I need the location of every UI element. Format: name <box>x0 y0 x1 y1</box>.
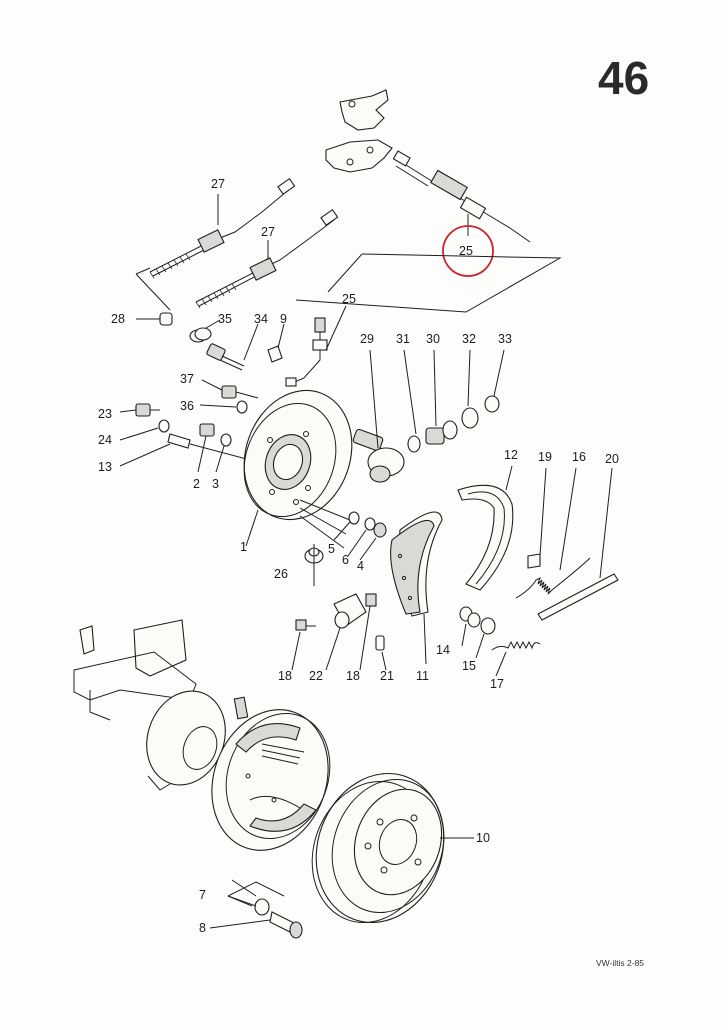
assembled-brake-unit <box>211 696 331 851</box>
footer-code: VW-iltis 2-85 <box>596 958 644 968</box>
backing-plate-part-1 <box>243 389 353 549</box>
wheel-cylinder-part-22 <box>325 593 367 671</box>
washer-part-3 <box>215 433 232 473</box>
pin-part-21 <box>375 635 387 671</box>
label-part-13: 13 <box>98 460 112 474</box>
label-part-25-highlighted: 25 <box>459 244 473 258</box>
label-part-30: 30 <box>426 332 440 346</box>
label-part-21: 21 <box>380 669 394 683</box>
spring-part-16 <box>515 467 591 599</box>
label-part-27-upper: 27 <box>211 177 225 191</box>
washer-part-5 <box>333 511 360 541</box>
bracket-lines-7 <box>227 881 285 907</box>
label-part-32: 32 <box>462 332 476 346</box>
washer-part-24 <box>119 419 170 441</box>
bleeder-part-18-left <box>291 619 316 671</box>
clip-part-28 <box>136 312 173 326</box>
label-part-15: 15 <box>462 659 476 673</box>
label-part-18-right: 18 <box>346 669 360 683</box>
fitting-part-2 <box>197 423 215 473</box>
label-part-9: 9 <box>280 312 287 326</box>
washer-part-36 <box>199 400 248 414</box>
label-part-18-left: 18 <box>278 669 292 683</box>
clip-part-19 <box>527 467 547 569</box>
bolt-part-23 <box>119 403 160 417</box>
cable-end-part-25 <box>285 305 347 387</box>
label-part-27-lower: 27 <box>261 225 275 239</box>
axle-carrier-assembly <box>73 619 226 791</box>
bushing-part-26 <box>304 544 324 586</box>
label-part-5: 5 <box>328 542 335 556</box>
page-number: 46 <box>598 52 649 104</box>
label-part-37: 37 <box>180 372 194 386</box>
label-part-11: 11 <box>416 669 429 683</box>
label-part-20: 20 <box>605 452 619 466</box>
bleeder-part-18-right <box>359 593 377 671</box>
spring-part-14 <box>459 606 481 647</box>
handbrake-cable-lower <box>195 208 339 309</box>
label-part-3: 3 <box>212 477 219 491</box>
label-part-19: 19 <box>538 450 552 464</box>
bolt-part-8 <box>209 911 303 939</box>
label-part-8: 8 <box>199 921 206 935</box>
label-part-36: 36 <box>180 399 194 413</box>
label-part-31: 31 <box>396 332 410 346</box>
label-part-33: 33 <box>498 332 512 346</box>
brake-drum-part-10 <box>311 772 474 924</box>
label-part-29: 29 <box>360 332 374 346</box>
wheel-cylinder-group <box>352 349 505 483</box>
cap-part-15 <box>475 617 496 659</box>
bolt-part-13 <box>119 433 259 467</box>
lever-part-20 <box>537 467 619 621</box>
nut-part-4 <box>359 522 387 561</box>
label-part-22: 22 <box>309 669 323 683</box>
bolt-part-34 <box>206 323 259 371</box>
label-part-10: 10 <box>476 831 490 845</box>
label-part-24: 24 <box>98 433 112 447</box>
brake-shoe-part-11 <box>390 511 443 665</box>
label-part-6: 6 <box>342 553 349 567</box>
cable-bracket-lower <box>325 139 393 173</box>
label-part-23: 23 <box>98 407 112 421</box>
label-part-28: 28 <box>111 312 125 326</box>
label-part-4: 4 <box>357 559 364 573</box>
washer-part-6 <box>347 517 376 557</box>
label-part-26: 26 <box>274 567 288 581</box>
brake-cable-part-25 <box>392 150 531 243</box>
spring-part-17 <box>491 640 541 677</box>
label-part-14: 14 <box>436 643 450 657</box>
label-part-16: 16 <box>572 450 586 464</box>
cable-bracket-upper <box>339 89 389 131</box>
label-part-12: 12 <box>504 448 518 462</box>
brake-shoe-part-12 <box>457 465 514 591</box>
label-part-34: 34 <box>254 312 268 326</box>
bolt-part-37 <box>201 379 259 399</box>
label-part-17: 17 <box>490 677 504 691</box>
label-part-1: 1 <box>240 540 247 554</box>
bushing-part-35 <box>189 319 221 343</box>
label-part-25-mid: 25 <box>342 292 356 306</box>
highlight-circle <box>442 225 494 277</box>
label-part-7: 7 <box>199 888 206 902</box>
washer-part-7 <box>227 879 270 916</box>
handbrake-cable-upper <box>149 177 296 279</box>
label-part-35: 35 <box>218 312 232 326</box>
label-part-2: 2 <box>193 477 200 491</box>
clip-part-9 <box>267 323 285 363</box>
